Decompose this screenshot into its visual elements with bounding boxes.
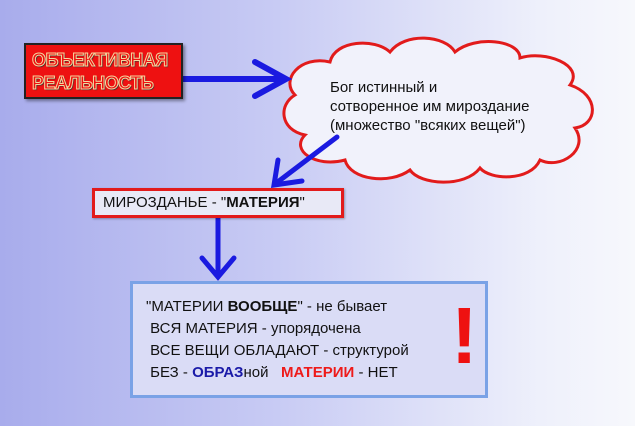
cloud-line-2: сотворенное им мироздание	[330, 98, 530, 115]
exclamation-mark: !	[451, 291, 478, 380]
matter-bold: МАТЕРИЯ	[226, 194, 300, 211]
text: ной	[243, 364, 281, 381]
cloud-line-1: Бог истинный и	[330, 79, 438, 96]
text-blue: ОБРАЗ	[192, 364, 244, 381]
statement-4: БЕЗ - ОБРАЗной МАТЕРИИ - НЕТ	[146, 362, 409, 384]
statement-2: ВСЯ МАТЕРИЯ - упорядочена	[146, 320, 361, 337]
text: БЕЗ -	[146, 364, 193, 381]
matter-prefix: МИРОЗДАНЬЕ - "	[103, 194, 227, 211]
statement-3: ВСЕ ВЕЩИ ОБЛАДАЮТ - структурой	[146, 342, 409, 359]
reality-line-2: РЕАЛЬНОСТЬ	[32, 73, 155, 94]
arrow-matter-to-statements	[199, 215, 237, 281]
objective-reality-box: ОБЪЕКТИВНАЯ РЕАЛЬНОСТЬ	[24, 43, 183, 99]
statements-box: "МАТЕРИИ ВООБЩЕ" - не бывает ВСЯ МАТЕРИЯ…	[130, 281, 488, 398]
text: " - не бывает	[297, 298, 388, 315]
text-red: МАТЕРИИ	[280, 364, 355, 381]
matter-box: МИРОЗДАНЬЕ - "МАТЕРИЯ"	[92, 188, 344, 218]
text-bold: ВООБЩЕ	[227, 298, 298, 315]
thought-cloud	[282, 36, 594, 184]
text: "МАТЕРИИ	[146, 298, 228, 315]
reality-line-1: ОБЪЕКТИВНАЯ	[32, 50, 169, 71]
arrow-cloud-to-matter	[270, 134, 340, 188]
statement-1: "МАТЕРИИ ВООБЩЕ" - не бывает	[146, 296, 409, 318]
arrow-reality-to-cloud	[180, 59, 293, 99]
cloud-line-3: (множество "всяких вещей")	[330, 117, 526, 134]
text: - НЕТ	[354, 364, 398, 381]
cloud-text: Бог истинный и сотворенное им мироздание…	[330, 78, 530, 135]
matter-suffix: "	[299, 194, 305, 211]
